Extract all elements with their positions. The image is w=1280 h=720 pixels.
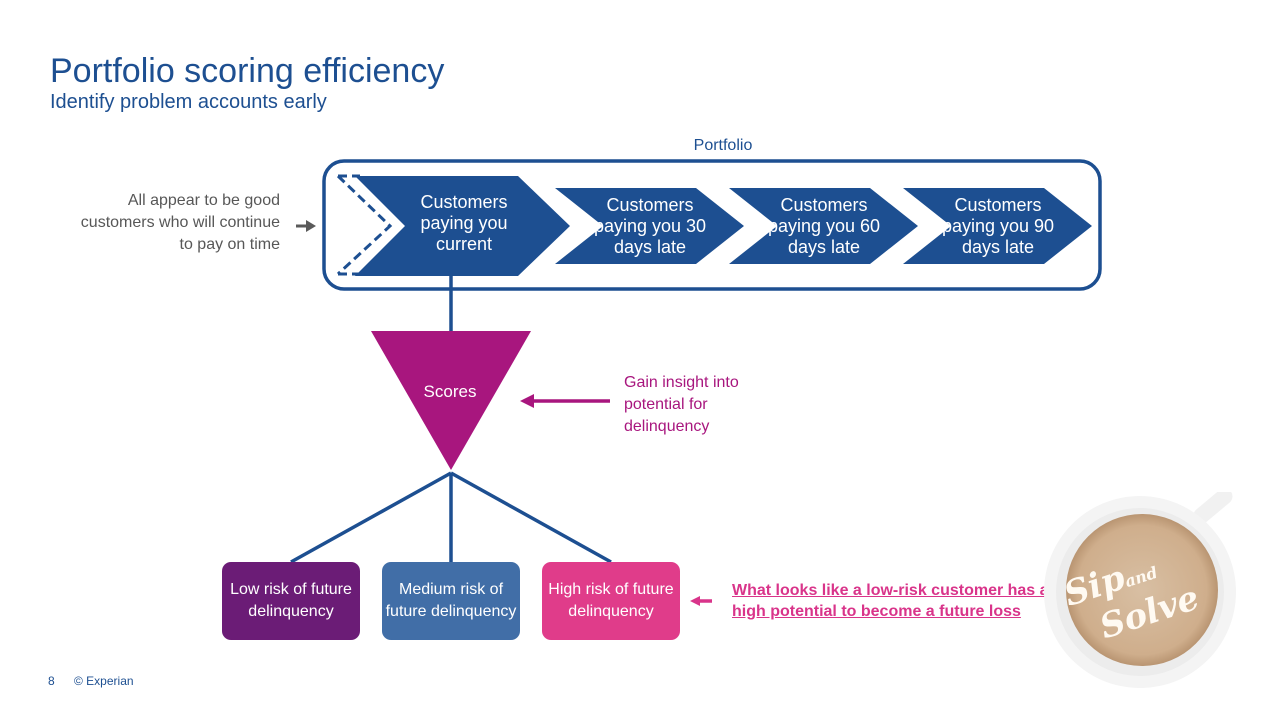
stage-label-current: Customers paying you current bbox=[420, 192, 508, 254]
risk-label-medium: Medium risk of future delinquency bbox=[385, 581, 517, 620]
risk-label-high: High risk of future delinquency bbox=[548, 581, 674, 620]
scores-funnel bbox=[371, 331, 531, 470]
stage-label-90: Customers paying you 90 days late bbox=[941, 195, 1055, 257]
copyright: © Experian bbox=[74, 674, 134, 688]
page-number: 8 bbox=[48, 674, 55, 688]
risk-box-high: High risk of future delinquency bbox=[542, 562, 680, 640]
coffee-cup-image bbox=[1044, 492, 1236, 688]
chevron-stage-90 bbox=[903, 188, 1092, 264]
insight-note: Gain insight into potential for delinque… bbox=[624, 374, 739, 435]
risk-box-medium: Medium risk of future delinquency bbox=[382, 562, 520, 640]
stage-label-60: Customers paying you 60 days late bbox=[767, 195, 881, 257]
risk-box-low: Low risk of future delinquency bbox=[222, 562, 360, 640]
page-title: Portfolio scoring efficiency bbox=[50, 52, 445, 90]
arrow-left-icon bbox=[690, 596, 712, 606]
risk-label-low: Low risk of future delinquency bbox=[230, 581, 352, 620]
chevron-stage-60 bbox=[729, 188, 918, 264]
chevron-stage-30 bbox=[555, 188, 744, 264]
portfolio-container bbox=[322, 159, 1102, 291]
good-customers-note: All appear to be good customers who will… bbox=[80, 192, 280, 253]
logo-text-and: and bbox=[1122, 562, 1160, 592]
page-subtitle: Identify problem accounts early bbox=[50, 91, 327, 113]
chevron-stage-current bbox=[355, 176, 570, 276]
scores-label: Scores bbox=[423, 382, 477, 401]
dashed-chevron-outline bbox=[336, 174, 393, 276]
tree-connectors bbox=[290, 471, 612, 564]
arrow-left-icon bbox=[520, 394, 610, 408]
arrow-right-icon bbox=[296, 220, 316, 232]
stage-label-30: Customers paying you 30 days late bbox=[593, 195, 707, 257]
portfolio-label: Portfolio bbox=[693, 137, 753, 154]
warning-link[interactable]: What looks like a low-risk customer has … bbox=[732, 582, 1049, 620]
